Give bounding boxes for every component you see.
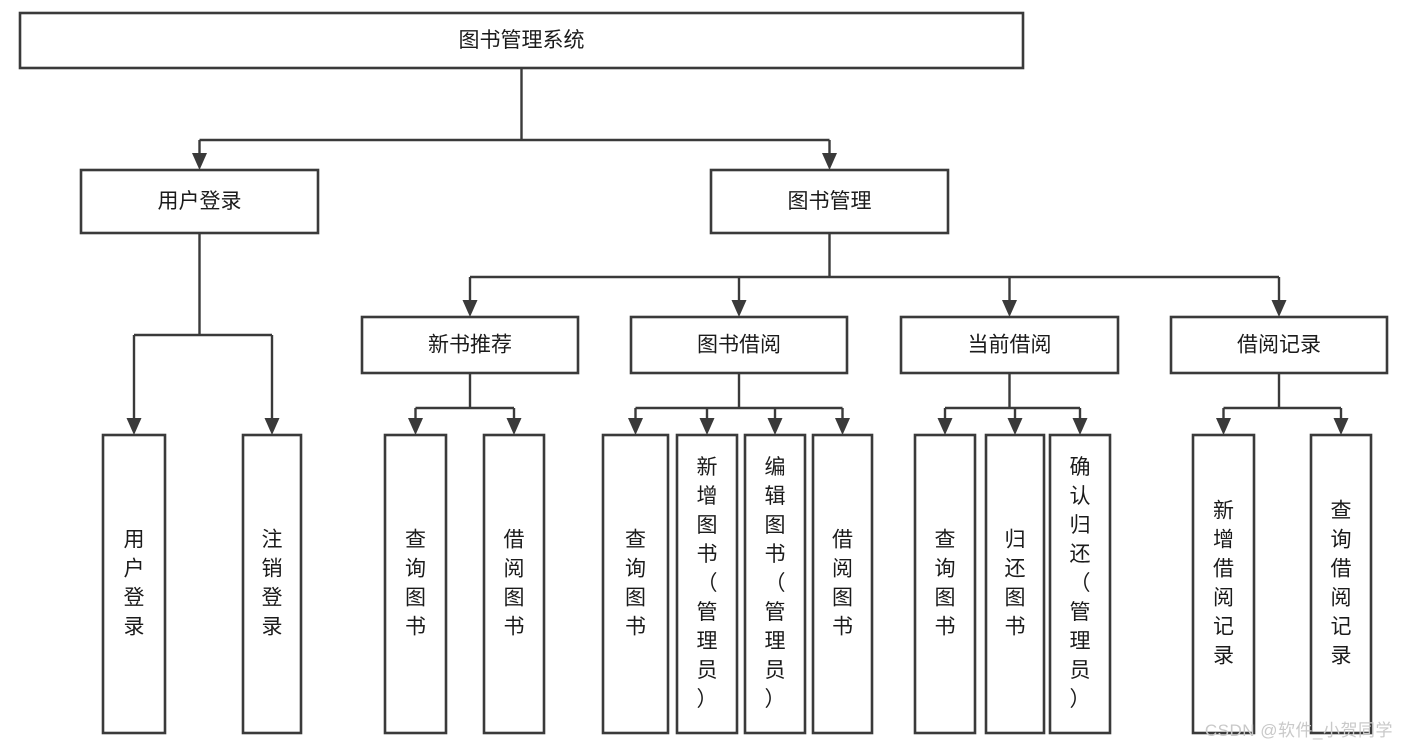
level3-node-0-box[interactable] — [360, 315, 580, 375]
arrow-head-icon — [1216, 418, 1231, 435]
arrow-head-icon — [628, 418, 643, 435]
level3-node-2[interactable]: 当前借阅 — [899, 315, 1120, 375]
root-node-图书管理系统-box[interactable] — [18, 11, 1025, 70]
arrow-head-icon — [1072, 418, 1088, 435]
leaf-node-3-label: 借阅图书 — [504, 528, 525, 638]
level3-node-2-label: 当前借阅 — [968, 334, 1052, 357]
arrow-head-icon — [1333, 418, 1349, 435]
leaf-node-3[interactable]: 借阅图书 — [482, 433, 546, 735]
arrow-head-icon — [731, 300, 747, 317]
leaf-node-6[interactable]: 编辑图书（管理员） — [743, 433, 807, 735]
arrow-head-icon — [1007, 418, 1023, 435]
root-node-图书管理系统[interactable]: 图书管理系统 — [18, 11, 1025, 70]
level2-node-0-label: 用户登录 — [158, 190, 242, 213]
level3-node-3[interactable]: 借阅记录 — [1169, 315, 1389, 375]
level3-node-1-label: 图书借阅 — [697, 334, 781, 357]
leaf-node-4-box[interactable] — [601, 433, 670, 735]
level3-node-0[interactable]: 新书推荐 — [360, 315, 580, 375]
level2-node-0-box[interactable] — [79, 168, 320, 235]
leaf-node-8-label: 查询图书 — [935, 528, 956, 638]
leaf-node-1[interactable]: 注销登录 — [241, 433, 303, 735]
leaf-node-7-box[interactable] — [811, 433, 874, 735]
connector-layer — [126, 68, 1349, 435]
leaf-node-0-label: 用户登录 — [124, 528, 145, 638]
leaf-node-3-box[interactable] — [482, 433, 546, 735]
leaf-node-12-label: 查询借阅记录 — [1331, 499, 1352, 667]
leaf-node-10-label: 确认归还（管理员） — [1070, 456, 1091, 711]
leaf-node-5-box[interactable] — [675, 433, 739, 735]
arrow-head-icon — [408, 418, 423, 435]
leaf-node-2-box[interactable] — [383, 433, 448, 735]
level3-node-1[interactable]: 图书借阅 — [629, 315, 849, 375]
level3-node-0-label: 新书推荐 — [428, 334, 512, 357]
arrow-head-icon — [1002, 300, 1017, 317]
arrow-head-icon — [192, 153, 207, 170]
arrow-head-icon — [699, 418, 715, 435]
leaf-node-11-label: 新增借阅记录 — [1213, 499, 1234, 667]
arrow-head-icon — [264, 418, 280, 435]
arrow-head-icon — [767, 418, 783, 435]
leaf-node-12-box[interactable] — [1309, 433, 1373, 735]
leaf-node-10-box[interactable] — [1048, 433, 1112, 735]
root-node-图书管理系统-label: 图书管理系统 — [459, 29, 585, 52]
level3-node-3-box[interactable] — [1169, 315, 1389, 375]
arrow-head-icon — [835, 418, 850, 435]
level3-node-1-box[interactable] — [629, 315, 849, 375]
level2-node-0[interactable]: 用户登录 — [79, 168, 320, 235]
leaf-node-7-label: 借阅图书 — [832, 528, 853, 638]
leaf-node-2[interactable]: 查询图书 — [383, 433, 448, 735]
leaf-node-4[interactable]: 查询图书 — [601, 433, 670, 735]
node-layer: 图书管理系统用户登录图书管理新书推荐图书借阅当前借阅借阅记录用户登录注销登录查询… — [18, 11, 1389, 735]
level2-node-1-label: 图书管理 — [788, 190, 872, 213]
leaf-node-6-label: 编辑图书（管理员） — [765, 456, 786, 711]
leaf-node-9[interactable]: 归还图书 — [984, 433, 1046, 735]
leaf-node-0[interactable]: 用户登录 — [101, 433, 167, 735]
leaf-node-6-box[interactable] — [743, 433, 807, 735]
leaf-node-4-label: 查询图书 — [625, 528, 646, 638]
level2-node-1[interactable]: 图书管理 — [709, 168, 950, 235]
arrow-head-icon — [126, 418, 142, 435]
leaf-node-9-label: 归还图书 — [1005, 528, 1026, 638]
leaf-node-12[interactable]: 查询借阅记录 — [1309, 433, 1373, 735]
arrow-head-icon — [506, 418, 522, 435]
leaf-node-11[interactable]: 新增借阅记录 — [1191, 433, 1256, 735]
leaf-node-5-label: 新增图书（管理员） — [697, 456, 718, 711]
arrow-head-icon — [462, 300, 478, 317]
arrow-head-icon — [937, 418, 953, 435]
level3-node-2-box[interactable] — [899, 315, 1120, 375]
leaf-node-9-box[interactable] — [984, 433, 1046, 735]
leaf-node-10[interactable]: 确认归还（管理员） — [1048, 433, 1112, 735]
arrow-head-icon — [822, 153, 837, 170]
leaf-node-2-label: 查询图书 — [405, 528, 426, 638]
leaf-node-1-label: 注销登录 — [262, 528, 283, 638]
leaf-node-5[interactable]: 新增图书（管理员） — [675, 433, 739, 735]
level3-node-3-label: 借阅记录 — [1237, 334, 1321, 357]
leaf-node-7[interactable]: 借阅图书 — [811, 433, 874, 735]
arrow-head-icon — [1271, 300, 1287, 317]
leaf-node-8[interactable]: 查询图书 — [913, 433, 977, 735]
level2-node-1-box[interactable] — [709, 168, 950, 235]
leaf-node-8-box[interactable] — [913, 433, 977, 735]
leaf-node-11-box[interactable] — [1191, 433, 1256, 735]
leaf-node-0-box[interactable] — [101, 433, 167, 735]
leaf-node-1-box[interactable] — [241, 433, 303, 735]
